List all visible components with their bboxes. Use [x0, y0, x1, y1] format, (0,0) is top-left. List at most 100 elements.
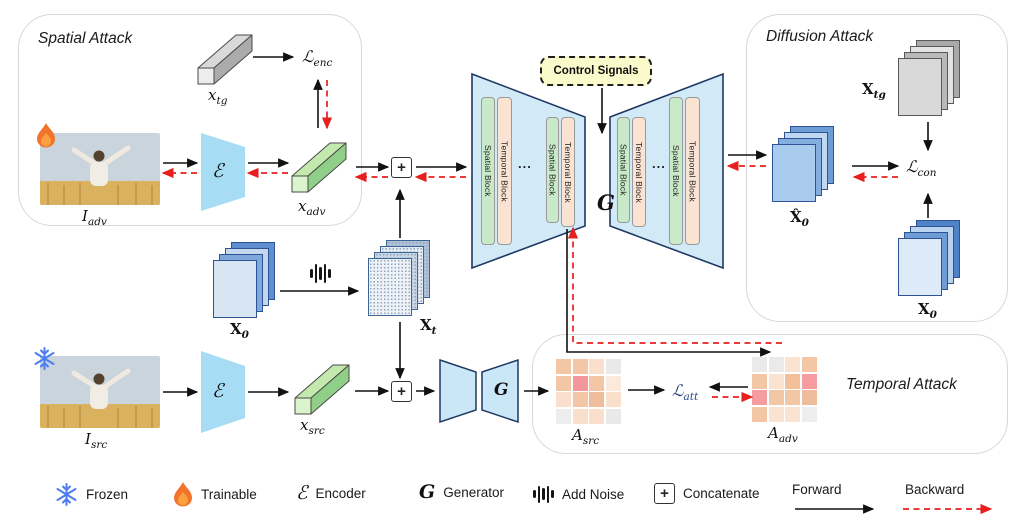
spatial-block: Spatial Block	[617, 117, 630, 223]
concatenate-icon: +	[391, 157, 412, 178]
attention-cell	[572, 359, 588, 374]
label-i-adv: Iadv	[82, 207, 107, 228]
concatenate-icon: +	[391, 381, 412, 402]
label-i-src: Isrc	[85, 430, 108, 451]
add-noise-icon	[310, 262, 331, 284]
x-src-latent-bar	[294, 364, 350, 415]
label-a-src: Asrc	[572, 426, 600, 447]
temporal-block: Temporal Block	[497, 97, 512, 245]
attention-cell	[556, 392, 571, 407]
label-x0-right: X0	[918, 300, 937, 321]
temporal-block: Temporal Block	[561, 117, 575, 227]
attention-cell	[605, 359, 621, 374]
adversarial-image	[40, 133, 160, 205]
temporal-block: Temporal Block	[685, 97, 700, 245]
label-a-adv: Aadv	[768, 424, 798, 445]
flame-icon	[37, 123, 55, 148]
attention-cell	[801, 390, 817, 405]
attention-cell	[785, 406, 800, 422]
attention-cell	[768, 406, 784, 422]
add-noise-icon	[533, 483, 554, 505]
legend-trainable-label: Trainable	[201, 486, 257, 502]
legend-backward-label: Backward	[905, 482, 965, 497]
attention-cell	[605, 408, 621, 424]
legend-frozen: Frozen	[55, 483, 128, 506]
x0-right-stack	[898, 220, 960, 296]
generator-symbol-small: G	[494, 380, 509, 400]
xt-noisy-stack	[368, 240, 430, 316]
a-adv-grid	[752, 357, 817, 422]
legend-trainable: Trainable	[173, 481, 257, 507]
snowflake-icon	[56, 483, 77, 506]
encoder-trapezoid-top	[201, 133, 245, 211]
ellipsis: ...	[652, 156, 666, 171]
attention-cell	[556, 359, 571, 374]
diffusion-attack-title: Diffusion Attack	[766, 28, 874, 45]
a-src-grid	[556, 359, 621, 424]
concatenate-icon: +	[654, 483, 675, 504]
temporal-block: Temporal Block	[632, 117, 646, 227]
legend-encoder-label: Encoder	[315, 485, 366, 501]
label-x0-hat: X̂0	[790, 208, 809, 229]
attention-cell	[556, 375, 571, 391]
attention-cell	[768, 373, 784, 389]
spatial-attack-title: Spatial Attack	[38, 30, 133, 47]
attention-cell	[572, 408, 588, 424]
legend-frozen-label: Frozen	[86, 487, 129, 502]
attention-cell	[785, 390, 800, 405]
attention-cell	[752, 390, 767, 405]
attention-cell	[605, 375, 621, 391]
label-l-att: ℒatt	[672, 381, 699, 404]
attention-cell	[785, 357, 800, 372]
generator-symbol-big: G	[597, 190, 615, 215]
legend-add-noise-label: Add Noise	[561, 486, 625, 502]
label-l-con: ℒcon	[906, 157, 937, 180]
attention-cell	[785, 373, 800, 389]
label-x-t: Xt	[420, 316, 437, 337]
control-signals-box: Control Signals	[540, 56, 652, 86]
x0-hat-stack	[772, 126, 834, 202]
attention-cell	[752, 406, 767, 422]
encoder-symbol-bottom: ℰ	[212, 380, 224, 402]
attention-cell	[768, 390, 784, 405]
spatial-block: Spatial Block	[481, 97, 495, 245]
legend-forward: Forward	[792, 482, 842, 497]
attention-cell	[572, 375, 588, 391]
attention-cell	[801, 357, 817, 372]
small-unet	[439, 358, 519, 424]
attention-cell	[801, 373, 817, 389]
temporal-attack-title: Temporal Attack	[846, 376, 957, 393]
x-tg-latent-bar	[197, 34, 253, 85]
attention-cell	[572, 392, 588, 407]
generator-symbol: G	[419, 481, 436, 503]
label-x-tg-cap: Xtg	[862, 80, 886, 101]
x-adv-latent-bar	[291, 142, 347, 193]
attention-cell	[768, 357, 784, 372]
attention-cell	[801, 406, 817, 422]
attention-cell	[752, 373, 767, 389]
attention-cell	[605, 392, 621, 407]
attention-cell	[589, 359, 604, 374]
label-x-tg: xtg	[208, 86, 228, 107]
snowflake-icon	[34, 347, 55, 370]
encoder-symbol: ℰ	[296, 482, 308, 504]
attention-cell	[589, 375, 604, 391]
source-image	[40, 356, 160, 428]
attention-cell	[589, 408, 604, 424]
encoder-symbol-top: ℰ	[212, 160, 224, 182]
legend-generator-label: Generator	[443, 484, 505, 500]
attention-cell	[752, 357, 767, 372]
label-x-src: xsrc	[300, 416, 325, 437]
label-l-enc: ℒenc	[302, 47, 333, 70]
attention-cell	[556, 408, 571, 424]
legend-encoder: ℰ Encoder	[296, 482, 366, 504]
label-x0-mid: X0	[230, 320, 249, 341]
legend-concatenate-label: Concatenate	[683, 486, 760, 501]
legend-backward: Backward	[905, 482, 964, 497]
encoder-trapezoid-bottom	[201, 351, 245, 433]
spatial-block: Spatial Block	[546, 117, 559, 223]
attention-cell	[589, 392, 604, 407]
spatial-block: Spatial Block	[669, 97, 683, 245]
legend-generator: G Generator	[419, 481, 504, 503]
